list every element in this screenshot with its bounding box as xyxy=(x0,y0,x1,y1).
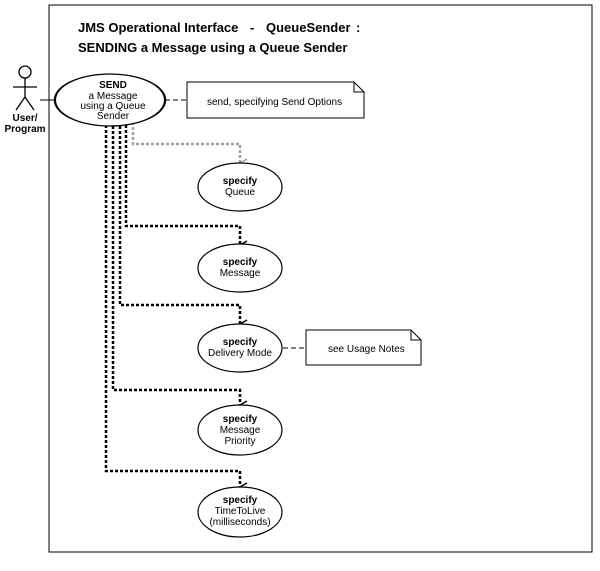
actor-stick-figure-icon xyxy=(13,65,37,111)
message-line2: Message xyxy=(220,268,261,279)
diagram-frame xyxy=(48,4,593,553)
message-line1: specify xyxy=(223,257,258,268)
title-line2: SENDING a Message using a Queue Sender xyxy=(78,40,347,55)
ttl-line3: (milliseconds) xyxy=(209,517,270,528)
main-use-case-line2: a Message xyxy=(89,91,138,102)
actor-user-program: User/ Program xyxy=(4,65,46,135)
priority-line1: specify xyxy=(223,414,258,425)
queue-line2: Queue xyxy=(225,187,255,198)
actor-label-line1: User/ xyxy=(12,113,37,124)
use-case-specify-message[interactable]: specify Message xyxy=(197,243,283,293)
priority-line2: Message xyxy=(220,425,261,436)
delivery-mode-line2: Delivery Mode xyxy=(208,348,272,359)
ttl-line1: specify xyxy=(223,495,258,506)
note-send-options: send, specifying Send Options xyxy=(186,81,365,119)
delivery-mode-line1: specify xyxy=(223,337,258,348)
actor-label-line2: Program xyxy=(4,124,45,135)
use-case-send-message[interactable]: SEND a Message using a Queue Sender xyxy=(53,0,276,127)
title-separator: - xyxy=(250,20,254,35)
diagram-title: JMS Operational Interface - QueueSender … xyxy=(78,20,360,55)
link-to-time-to-live xyxy=(104,125,248,492)
use-case-specify-time-to-live[interactable]: specify TimeToLive (milliseconds) xyxy=(197,486,283,538)
title-part2: QueueSender xyxy=(266,20,351,35)
ttl-line2: TimeToLive xyxy=(215,506,266,517)
usage-note-text: see Usage Notes xyxy=(328,344,405,355)
queue-line1: specify xyxy=(223,176,258,187)
note-usage-notes: see Usage Notes xyxy=(305,329,422,366)
link-to-queue xyxy=(131,122,248,168)
link-to-message xyxy=(124,125,248,250)
use-case-specify-queue[interactable]: specify Queue xyxy=(197,162,283,212)
use-case-specify-message-priority[interactable]: specify Message Priority xyxy=(197,404,283,456)
main-use-case-line3: using a Queue xyxy=(80,101,145,112)
link-to-message-priority xyxy=(111,126,248,410)
send-note-text: send, specifying Send Options xyxy=(207,97,342,108)
use-case-specify-delivery-mode[interactable]: specify Delivery Mode xyxy=(197,323,283,373)
priority-line3: Priority xyxy=(224,436,255,447)
main-use-case-line4: Sender xyxy=(97,111,130,122)
title-part1: JMS Operational Interface xyxy=(78,20,238,35)
title-colon: : xyxy=(356,20,360,35)
main-use-case-line1: SEND xyxy=(99,80,127,91)
